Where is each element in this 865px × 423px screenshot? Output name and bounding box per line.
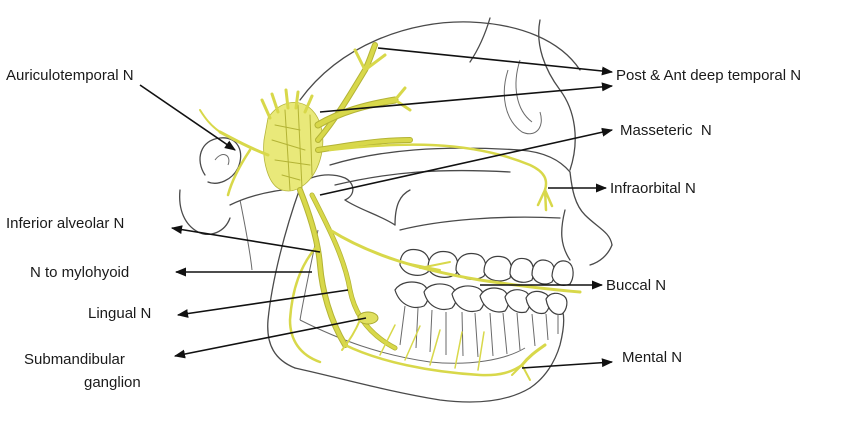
arrow-auriculotemporal xyxy=(140,85,235,150)
label-mental: Mental N xyxy=(622,349,682,366)
arrow-mental xyxy=(522,362,612,368)
label-submandibular-line2: ganglion xyxy=(84,374,141,391)
arrow-lingual xyxy=(178,290,348,315)
mandibular-nerve-branches xyxy=(200,45,580,380)
label-mylohyoid: N to mylohyoid xyxy=(30,264,129,281)
label-submandibular-line1: Submandibular xyxy=(24,351,125,368)
label-buccal: Buccal N xyxy=(606,277,666,294)
arrow-deep-temporal-post xyxy=(378,48,612,72)
label-deep-temporal: Post & Ant deep temporal N xyxy=(616,67,801,84)
arrow-masseteric xyxy=(320,130,612,195)
tooth-roots xyxy=(400,306,558,357)
arrow-deep-temporal-ant xyxy=(320,86,612,112)
label-inferior-alveolar: Inferior alveolar N xyxy=(6,215,124,232)
label-auriculotemporal: Auriculotemporal N xyxy=(6,67,134,84)
label-masseteric: Masseteric N xyxy=(620,122,712,139)
label-infraorbital: Infraorbital N xyxy=(610,180,696,197)
label-lingual: Lingual N xyxy=(88,305,151,322)
